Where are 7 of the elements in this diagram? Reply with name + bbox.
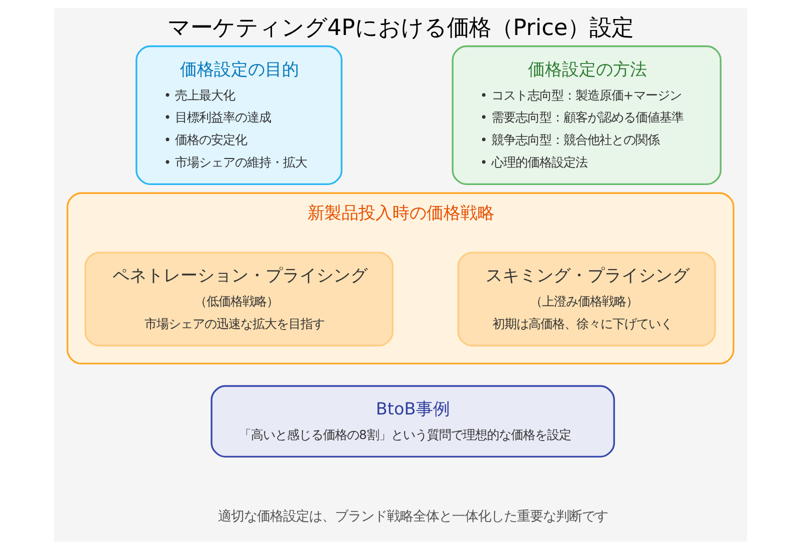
- node-box: スキミング・プライシング （上澄み価格戦略） 初期は高価格、徐々に下げていく: [456, 252, 716, 346]
- diagram-title: マーケティング4Pにおける価格（Price）設定: [166, 15, 634, 42]
- node-box: 価格設定の方法 • コスト志向型：製造原価+マージン • 需要志向型：顧客が認める価値基準 • 競争志向型：競合他社との関係 • 心理的価格設定法: [451, 45, 721, 185]
- node-box: ペネトレーション・プライシング （低価格戦略） 市場シェアの迅速な拡大を目指す: [84, 252, 393, 346]
- node-box: BtoB事例 「高いと感じる価格の8割」という質問で理想的な価格を設定: [210, 385, 614, 458]
- caption: 適切な価格設定は、ブランド戦略全体と一体化した重要な判断です: [217, 510, 608, 525]
- node-box: 価格設定の目的 • 売上最大化 • 目標利益率の達成 • 価格の安定化 • 市場シェアの維持・拡大: [135, 45, 342, 185]
